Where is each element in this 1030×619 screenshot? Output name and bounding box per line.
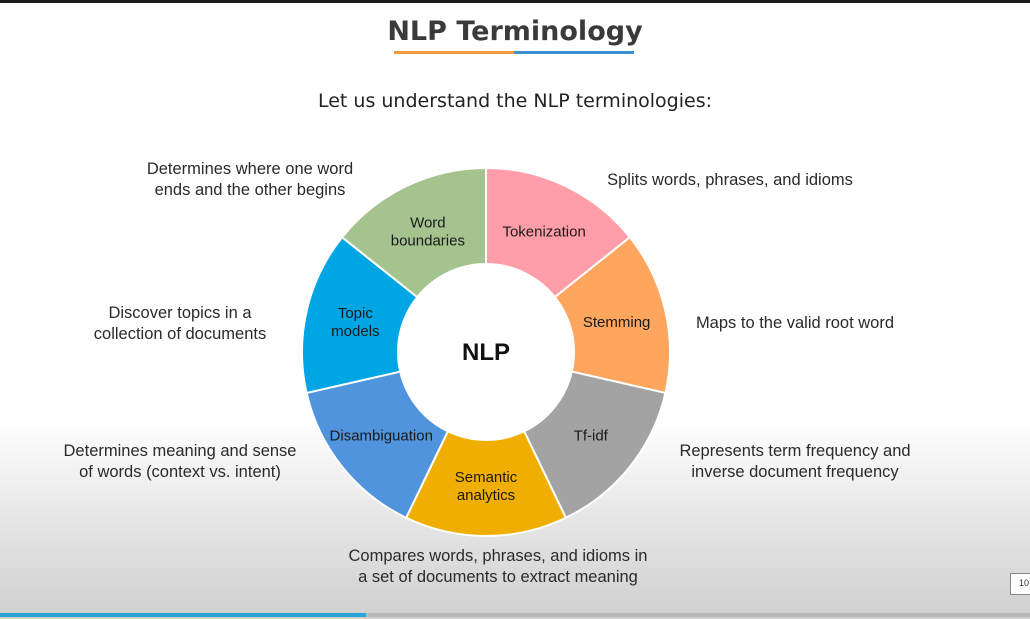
description-tf-idf: Represents term frequency and inverse do…: [679, 442, 911, 481]
ring-center: [398, 264, 574, 440]
description-disambiguation: Determines meaning and sense of words (c…: [63, 442, 297, 481]
segment-label-stemming: Stemming: [583, 314, 651, 331]
description-stemming: Maps to the valid root word: [695, 314, 895, 332]
description-tokenization: Splits words, phrases, and idioms: [607, 171, 853, 189]
page-number-indicator: 10: [1010, 573, 1030, 595]
page-subtitle: Let us understand the NLP terminologies:: [317, 90, 712, 112]
description-word-boundaries: Determines where one word ends and the o…: [146, 160, 354, 199]
segment-label-tf-idf: Tf-idf: [574, 428, 609, 445]
page-title: NLP Terminology: [387, 16, 643, 47]
segment-label-tokenization: Tokenization: [502, 223, 585, 240]
description-topic-models: Discover topics in a collection of docum…: [93, 304, 267, 343]
playback-progress-fill: [0, 613, 366, 617]
center-label: NLP: [462, 339, 510, 366]
top-border: [0, 0, 1030, 3]
segment-label-disambiguation: Disambiguation: [330, 428, 433, 445]
title-underline: [394, 51, 634, 54]
playback-progress-bar[interactable]: [0, 613, 1030, 617]
description-semantic-analytics: Compares words, phrases, and idioms in a…: [348, 547, 648, 586]
